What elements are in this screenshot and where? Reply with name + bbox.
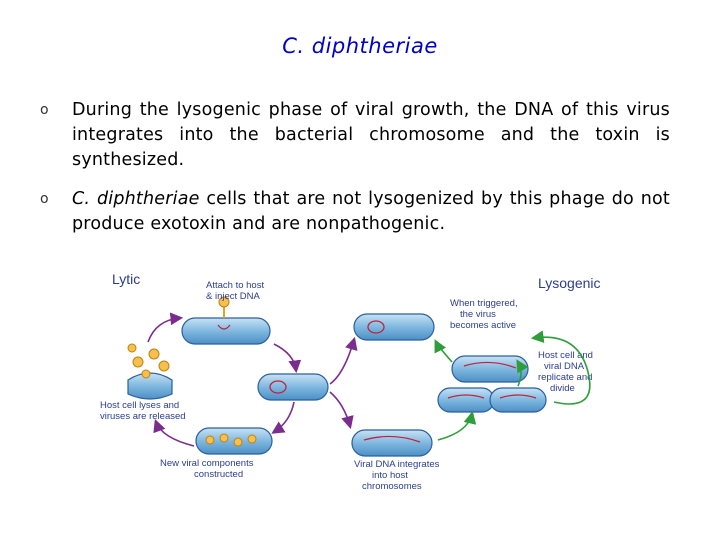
attach-label-line2: & inject DNA bbox=[206, 291, 261, 302]
bullet-text: cells that are not lysogenized by this p… bbox=[72, 189, 670, 234]
cell-integrating bbox=[351, 429, 433, 457]
cell-triggered bbox=[353, 313, 435, 341]
replicate-label-line1: Host cell and bbox=[538, 350, 593, 361]
triggered-label-line3: becomes active bbox=[450, 320, 516, 331]
lyses-label-line1: Host cell lyses and bbox=[100, 400, 179, 411]
attach-label-line1: Attach to host bbox=[206, 280, 264, 291]
lysogenic-arrow-2 bbox=[516, 359, 529, 387]
bullet-text: During the lysogenic phase of viral grow… bbox=[72, 100, 670, 170]
lytic-to-lysogenic-arrow bbox=[329, 336, 358, 385]
integrates-label-line2: into host bbox=[372, 470, 408, 481]
replicate-label-line2: viral DNA bbox=[544, 361, 585, 372]
bullet-list: o During the lysogenic phase of viral gr… bbox=[40, 98, 670, 251]
bullet-item-lysogenic-phase: o During the lysogenic phase of viral gr… bbox=[40, 98, 670, 173]
lysogenic-heading: Lysogenic bbox=[538, 275, 601, 291]
lyses-label-line2: viruses are released bbox=[100, 411, 186, 422]
lysogenic-loop-arrow bbox=[530, 330, 591, 405]
cell-attach bbox=[181, 296, 271, 345]
cell-lysed bbox=[127, 343, 173, 400]
bullet-marker: o bbox=[40, 102, 49, 118]
triggered-label-line1: When triggered, bbox=[450, 298, 518, 309]
integrates-label-line1: Viral DNA integrates bbox=[354, 459, 440, 470]
lytic-heading: Lytic bbox=[112, 271, 140, 287]
bullet-marker: o bbox=[40, 191, 49, 207]
species-name: C. diphtheriae bbox=[72, 189, 200, 209]
triggered-label-line2: the virus bbox=[460, 309, 496, 320]
slide-title: C. diphtheriae bbox=[282, 34, 438, 58]
lytic-to-integrate-arrow bbox=[329, 391, 354, 430]
lysogenic-arrow-3 bbox=[434, 339, 453, 363]
cell-center bbox=[257, 373, 329, 401]
components-label-line2: constructed bbox=[194, 469, 243, 480]
replicate-label-line3: replicate and bbox=[538, 372, 592, 383]
lytic-lysogenic-cycle-diagram: Lytic Lysogenic Attach to host & inject … bbox=[100, 271, 601, 492]
lytic-arrow-2 bbox=[271, 401, 295, 434]
cell-components bbox=[195, 427, 273, 455]
lytic-arrow-1 bbox=[273, 343, 302, 374]
cell-host bbox=[451, 355, 529, 383]
lytic-arrow-4 bbox=[147, 312, 184, 343]
lysogenic-arrow-1 bbox=[437, 410, 477, 441]
replicate-label-line4: divide bbox=[550, 383, 575, 394]
components-label-line1: New viral components bbox=[160, 458, 254, 469]
integrates-label-line3: chromosomes bbox=[362, 481, 422, 492]
cell-dividing bbox=[437, 387, 547, 413]
bullet-item-nonpathogenic: o C. diphtheriae cells that are not lyso… bbox=[40, 187, 670, 237]
lytic-arrow-3 bbox=[153, 419, 195, 447]
